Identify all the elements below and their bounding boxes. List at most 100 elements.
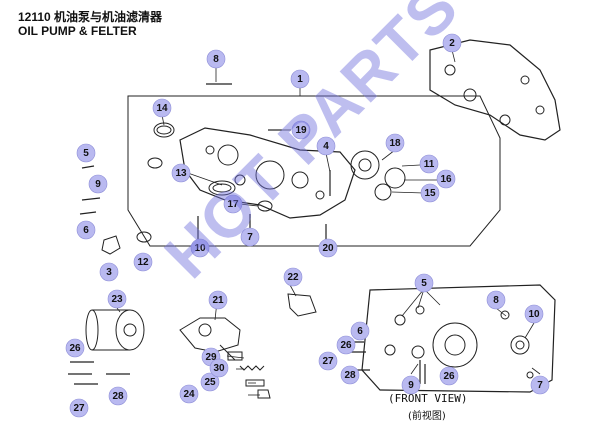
callout-circle — [436, 169, 456, 189]
callout-5: 5 — [76, 143, 96, 163]
callout-number: 30 — [213, 363, 225, 374]
callout-13: 13 — [171, 163, 191, 183]
callout-7: 7 — [530, 375, 550, 395]
callout-1: 1 — [290, 69, 310, 89]
callout-circle — [200, 372, 220, 392]
callout-number: 3 — [106, 267, 112, 278]
callout-circle — [530, 375, 550, 395]
callout-circle — [99, 262, 119, 282]
callout-circle — [290, 69, 310, 89]
callout-number: 10 — [528, 309, 540, 320]
callout-25: 25 — [200, 372, 220, 392]
callout-9: 9 — [401, 375, 421, 395]
callout-11: 11 — [419, 154, 439, 174]
callout-21: 21 — [208, 290, 228, 310]
callout-number: 17 — [227, 199, 239, 210]
callout-number: 28 — [112, 391, 124, 402]
callout-number: 15 — [424, 188, 436, 199]
callout-circle — [340, 365, 360, 385]
callout-circle — [385, 133, 405, 153]
callout-number: 18 — [389, 138, 401, 149]
callout-number: 27 — [73, 403, 85, 414]
callout-circle — [439, 366, 459, 386]
callout-12: 12 — [133, 252, 153, 272]
callout-circle — [486, 290, 506, 310]
title-english: OIL PUMP & FELTER — [18, 24, 137, 38]
callout-number: 25 — [204, 377, 216, 388]
callout-number: 26 — [69, 343, 81, 354]
callout-28: 28 — [340, 365, 360, 385]
callout-26: 26 — [439, 366, 459, 386]
callout-circle — [240, 227, 260, 247]
callout-circle — [206, 49, 226, 69]
callout-circle — [336, 335, 356, 355]
callout-circle — [208, 290, 228, 310]
callout-circle — [65, 338, 85, 358]
callout-number: 26 — [340, 340, 352, 351]
callout-number: 6 — [83, 225, 89, 236]
callout-number: 12 — [137, 257, 149, 268]
callout-10: 10 — [524, 304, 544, 324]
callout-circle — [171, 163, 191, 183]
callout-number: 20 — [322, 243, 334, 254]
callout-27: 27 — [69, 398, 89, 418]
callout-6: 6 — [350, 321, 370, 341]
callout-number: 1 — [297, 74, 303, 85]
callout-number: 14 — [156, 103, 168, 114]
callout-number: 8 — [493, 295, 499, 306]
callout-circle — [442, 33, 462, 53]
callout-number: 2 — [449, 38, 455, 49]
callout-28: 28 — [108, 386, 128, 406]
callout-number: 6 — [357, 326, 363, 337]
callout-circle — [318, 351, 338, 371]
callout-23: 23 — [107, 289, 127, 309]
callout-circle — [179, 384, 199, 404]
callout-15: 15 — [420, 183, 440, 203]
callout-circle — [350, 321, 370, 341]
callout-circle — [524, 304, 544, 324]
callout-circle — [88, 174, 108, 194]
callout-number: 5 — [421, 278, 427, 289]
callout-circle — [69, 398, 89, 418]
callout-30: 30 — [209, 358, 229, 378]
front-view-cn-label: (前视图) — [408, 409, 446, 422]
callout-number: 29 — [205, 352, 217, 363]
callout-4: 4 — [316, 136, 336, 156]
callout-circle — [316, 136, 336, 156]
callout-circle — [283, 267, 303, 287]
callout-26: 26 — [336, 335, 356, 355]
callout-7: 7 — [240, 227, 260, 247]
callout-24: 24 — [179, 384, 199, 404]
callout-9: 9 — [88, 174, 108, 194]
title-chinese: 12110 机油泵与机油滤清器 — [18, 10, 163, 24]
callout-19: 19 — [291, 120, 311, 140]
callout-circle — [401, 375, 421, 395]
callout-22: 22 — [283, 267, 303, 287]
callout-10: 10 — [190, 238, 210, 258]
callout-circle — [414, 273, 434, 293]
callout-number: 5 — [83, 148, 89, 159]
callout-circle — [152, 98, 172, 118]
callout-number: 9 — [95, 179, 101, 190]
callout-number: 4 — [323, 141, 329, 152]
callout-number: 10 — [194, 243, 206, 254]
oil-strainer — [179, 317, 241, 353]
callout-circle — [76, 220, 96, 240]
callout-circle — [420, 183, 440, 203]
callout-16: 16 — [436, 169, 456, 189]
callout-circle — [223, 194, 243, 214]
callout-number: 8 — [213, 54, 219, 65]
callout-circle — [107, 289, 127, 309]
callout-18: 18 — [385, 133, 405, 153]
front-view-label: (FRONT VIEW) — [388, 392, 467, 405]
callout-20: 20 — [318, 238, 338, 258]
callout-circle — [108, 386, 128, 406]
callout-27: 27 — [318, 351, 338, 371]
callout-layer: 1234556677889910101112131415161718192021… — [65, 33, 550, 418]
callout-3: 3 — [99, 262, 119, 282]
callout-circle — [190, 238, 210, 258]
callout-number: 27 — [322, 356, 334, 367]
callout-5: 5 — [414, 273, 434, 293]
callout-circle — [209, 358, 229, 378]
